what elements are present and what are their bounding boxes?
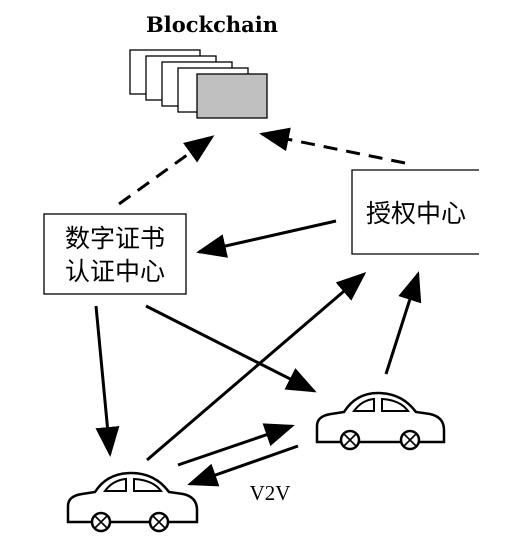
cert-center-box (43, 213, 187, 295)
arrow-car-right-to-auth (384, 271, 422, 375)
arrow-cert-to-car-left (94, 305, 120, 457)
car-wheel-front-spokes (343, 433, 357, 447)
blockchain-title: Blockchain (146, 12, 278, 37)
cert-center-label-line2: 认证中心 (65, 257, 165, 286)
car-window-back (133, 477, 163, 492)
car-right-icon (315, 391, 446, 451)
arrow-car-left-to-car-right (177, 423, 295, 467)
arrows (94, 127, 422, 487)
cert-center-node: 数字证书 认证中心 (43, 213, 187, 295)
arrow-car-left-to-auth (146, 272, 367, 462)
car-wheel-rear-spokes (403, 433, 417, 447)
blockchain-blocks (129, 49, 268, 119)
car-wheel-front-spokes (94, 515, 108, 529)
car-window-front (103, 477, 127, 492)
car-body (315, 391, 446, 444)
block-highlight (196, 73, 268, 119)
cert-center-label-line1: 数字证书 (65, 224, 165, 253)
arrow-auth-to-cert (196, 219, 337, 258)
auth-center-box (351, 169, 479, 255)
car-window-front (352, 397, 375, 412)
car-left-icon (66, 471, 199, 533)
arrow-cert-to-car-right (145, 304, 317, 393)
car-wheel-rear-spokes (152, 515, 166, 529)
v2v-label: V2V (250, 481, 291, 505)
dashed-arrow-cert-to-blockchain (118, 135, 215, 206)
auth-center-node: 授权中心 (351, 169, 479, 255)
dashed-arrow-auth-to-blockchain (259, 127, 406, 165)
car-window-back (381, 397, 410, 412)
arrow-car-right-to-car-left (187, 444, 299, 487)
auth-center-label: 授权中心 (366, 199, 466, 228)
car-body (66, 471, 199, 524)
